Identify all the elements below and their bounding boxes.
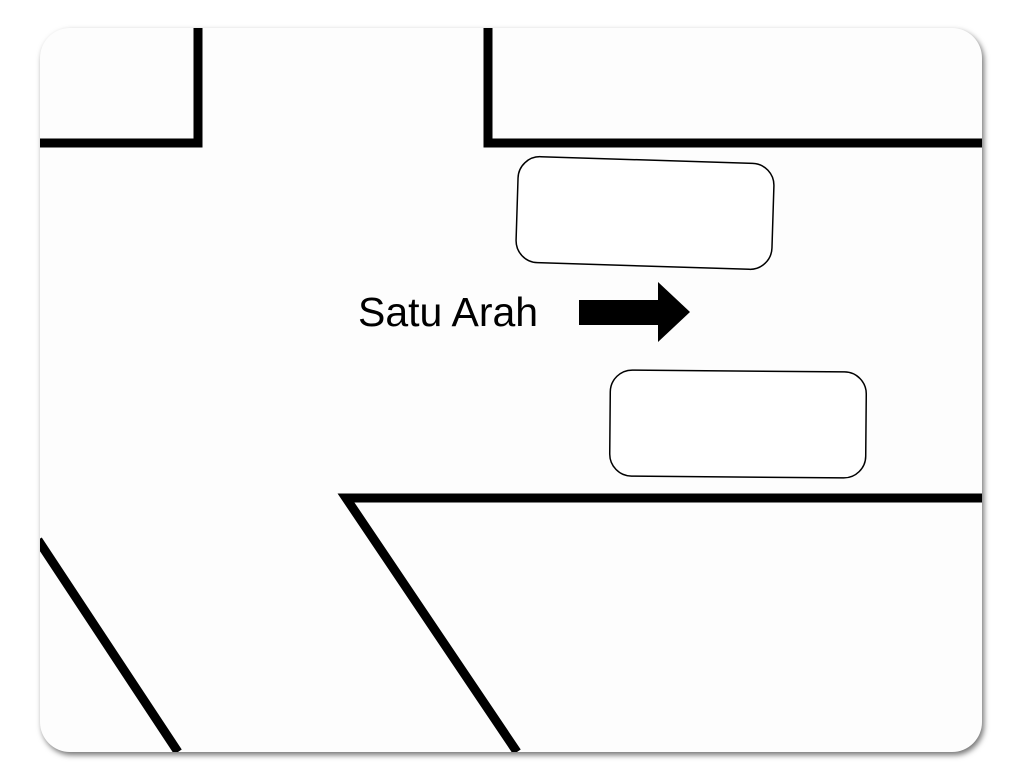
car-1 <box>515 155 775 271</box>
road-edge-top-right <box>483 28 982 148</box>
road-edge-bottom-right <box>337 493 982 752</box>
road-edge-top-left <box>40 28 203 148</box>
road-edge-bottom-left <box>40 537 182 752</box>
car-2 <box>608 369 868 479</box>
arrow-right-icon <box>579 282 690 342</box>
one-way-label: Satu Arah <box>358 289 539 335</box>
